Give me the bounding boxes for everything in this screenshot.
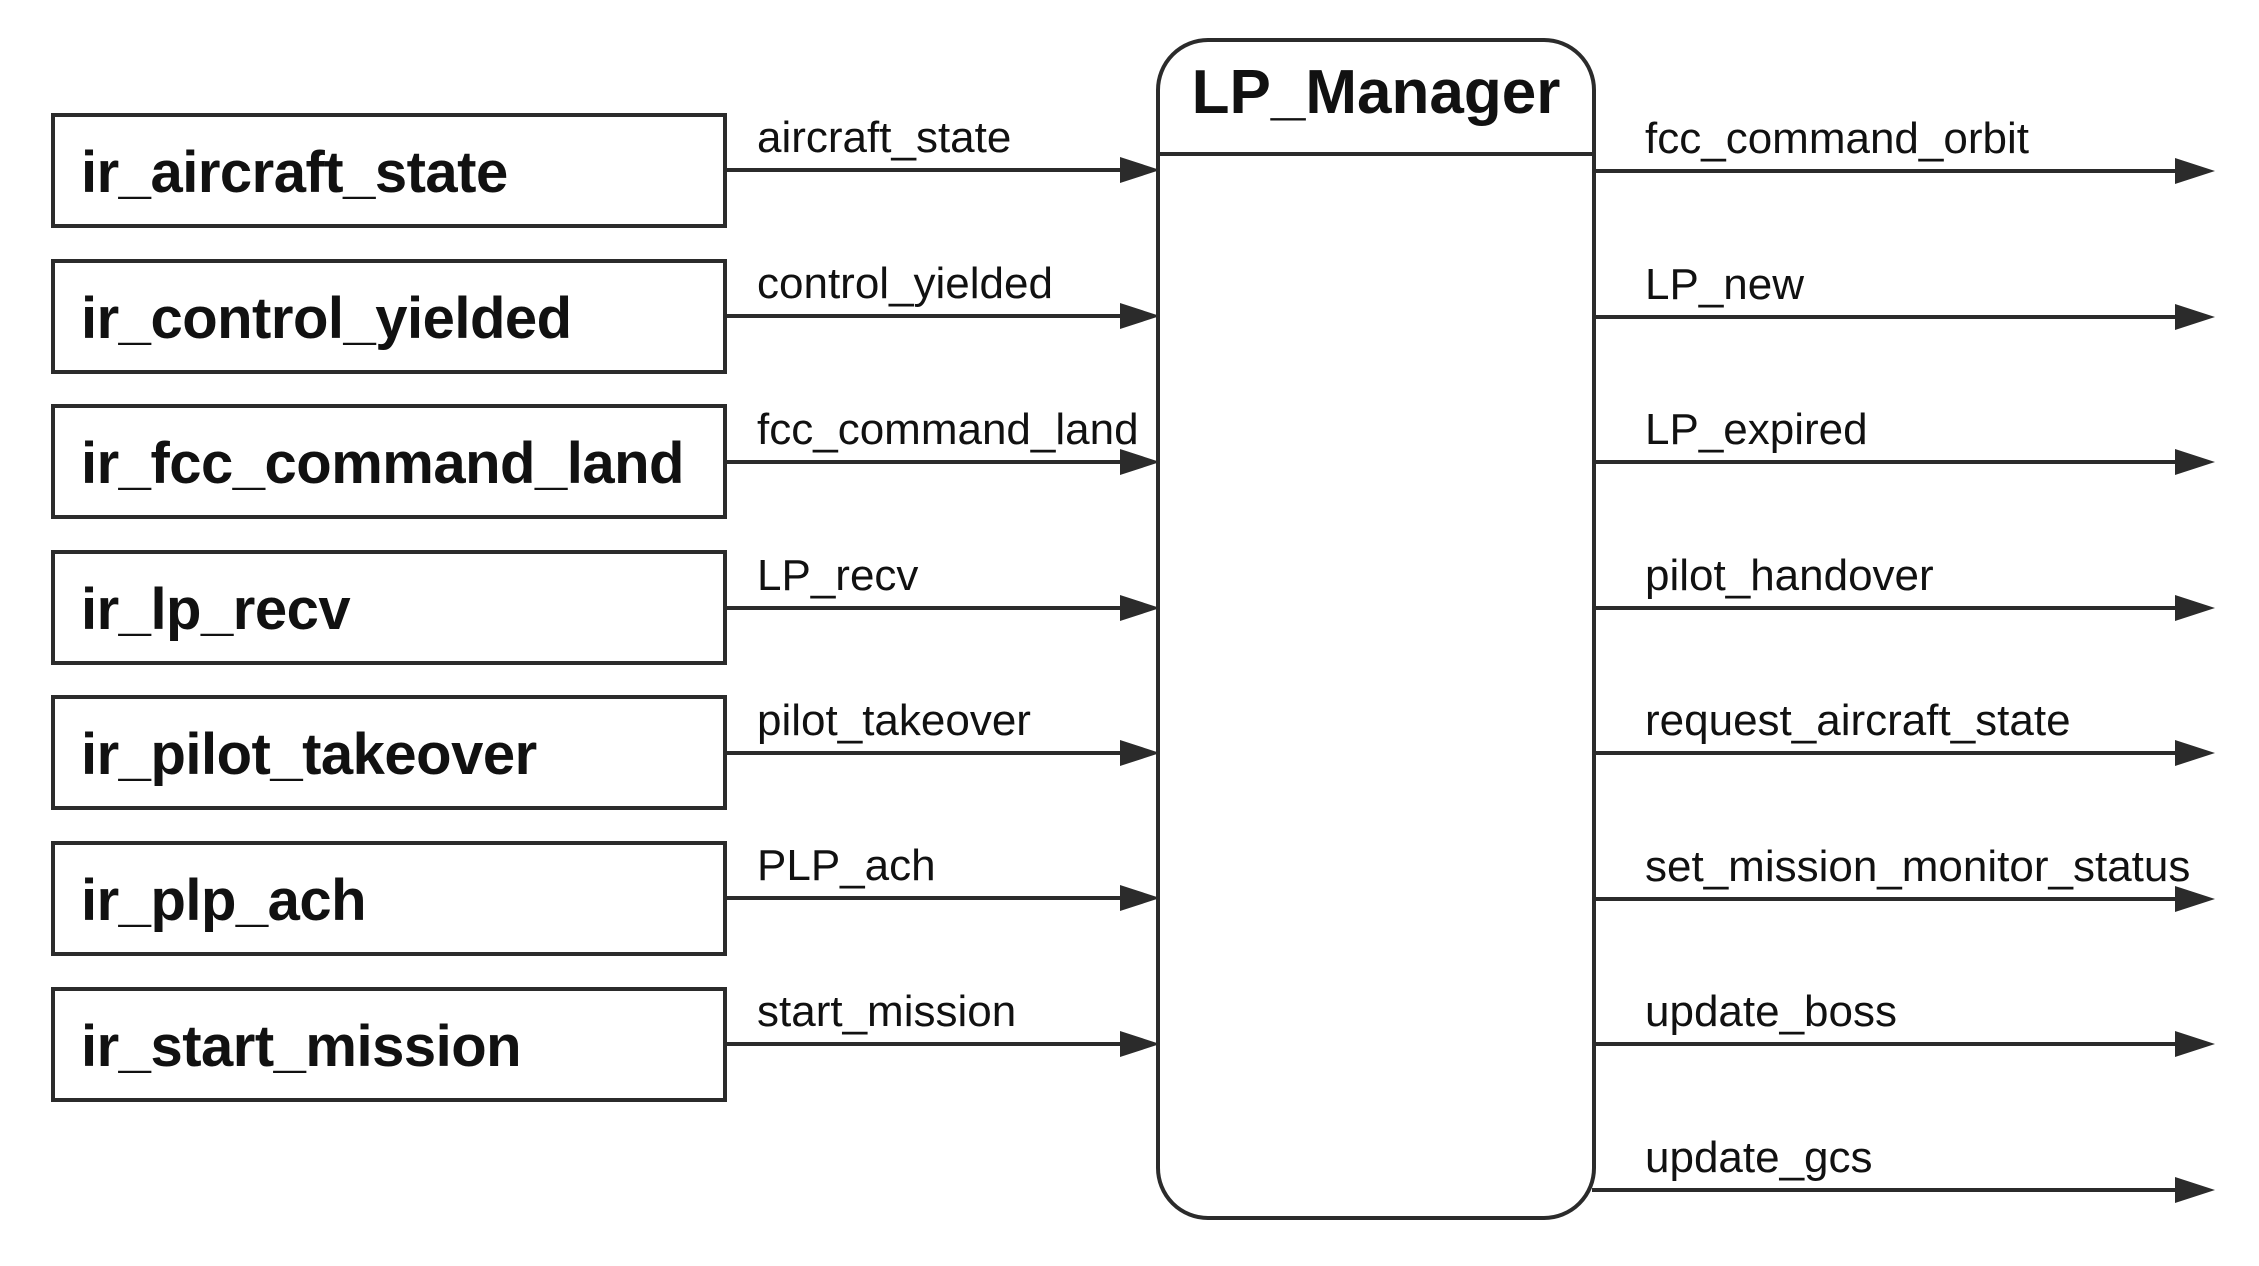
output-signal-label: pilot_handover — [1645, 551, 1934, 600]
input-box-label: ir_lp_recv — [81, 577, 351, 642]
input-signal-label: PLP_ach — [757, 841, 936, 890]
lp-manager-title-separator — [1156, 152, 1596, 156]
input-arrow-line — [725, 460, 1122, 464]
output-arrow-line — [1592, 1042, 2175, 1046]
output-arrow-line — [1592, 169, 2175, 173]
input-arrow-line — [725, 168, 1122, 172]
output-arrow-line — [1592, 315, 2175, 319]
output-signal-label: LP_new — [1645, 260, 1805, 309]
output-arrow-line — [1592, 897, 2175, 901]
input-box: ir_lp_recv — [51, 550, 727, 665]
input-box-label: ir_control_yielded — [81, 286, 572, 351]
output-arrowhead-icon — [2175, 1031, 2215, 1057]
input-arrowhead-icon — [1120, 885, 1160, 911]
input-arrow-line — [725, 314, 1122, 318]
output-arrowhead-icon — [2175, 886, 2215, 912]
input-arrow-line — [725, 606, 1122, 610]
input-box-label: ir_pilot_takeover — [81, 722, 537, 787]
input-arrow-line — [725, 896, 1122, 900]
input-signal-label: control_yielded — [757, 259, 1053, 308]
output-arrowhead-icon — [2175, 449, 2215, 475]
input-arrowhead-icon — [1120, 595, 1160, 621]
output-arrow-line — [1592, 751, 2175, 755]
output-arrow-line — [1592, 460, 2175, 464]
input-box: ir_pilot_takeover — [51, 695, 727, 810]
output-signal-label: update_gcs — [1645, 1133, 1873, 1182]
output-signal-label: fcc_command_orbit — [1645, 114, 2029, 163]
output-signal-label: set_mission_monitor_status — [1645, 842, 2191, 891]
input-signal-label: pilot_takeover — [757, 696, 1031, 745]
output-arrowhead-icon — [2175, 1177, 2215, 1203]
input-signal-label: start_mission — [757, 987, 1017, 1036]
input-arrowhead-icon — [1120, 1031, 1160, 1057]
input-box-label: ir_start_mission — [81, 1014, 522, 1079]
input-arrowhead-icon — [1120, 740, 1160, 766]
input-arrowhead-icon — [1120, 303, 1160, 329]
input-box: ir_aircraft_state — [51, 113, 727, 228]
input-signal-label: fcc_command_land — [757, 405, 1139, 454]
input-box-label: ir_plp_ach — [81, 868, 367, 933]
output-arrowhead-icon — [2175, 304, 2215, 330]
lp-manager-title: LP_Manager — [1191, 58, 1561, 127]
output-signal-label: LP_expired — [1645, 405, 1868, 454]
output-arrowhead-icon — [2175, 740, 2215, 766]
lp-manager-box — [1156, 38, 1596, 1220]
output-arrow-line — [1592, 606, 2175, 610]
input-arrow-line — [725, 1042, 1122, 1046]
output-signal-label: request_aircraft_state — [1645, 696, 2071, 745]
output-arrowhead-icon — [2175, 158, 2215, 184]
input-arrow-line — [725, 751, 1122, 755]
input-arrowhead-icon — [1120, 449, 1160, 475]
input-box: ir_start_mission — [51, 987, 727, 1102]
input-arrowhead-icon — [1120, 157, 1160, 183]
input-signal-label: LP_recv — [757, 551, 919, 600]
output-arrow-line — [1592, 1188, 2175, 1192]
output-arrowhead-icon — [2175, 595, 2215, 621]
input-box-label: ir_aircraft_state — [81, 140, 508, 205]
input-box: ir_plp_ach — [51, 841, 727, 956]
input-signal-label: aircraft_state — [757, 113, 1012, 162]
output-signal-label: update_boss — [1645, 987, 1897, 1036]
input-box-label: ir_fcc_command_land — [81, 431, 684, 496]
input-box: ir_control_yielded — [51, 259, 727, 374]
input-box: ir_fcc_command_land — [51, 404, 727, 519]
